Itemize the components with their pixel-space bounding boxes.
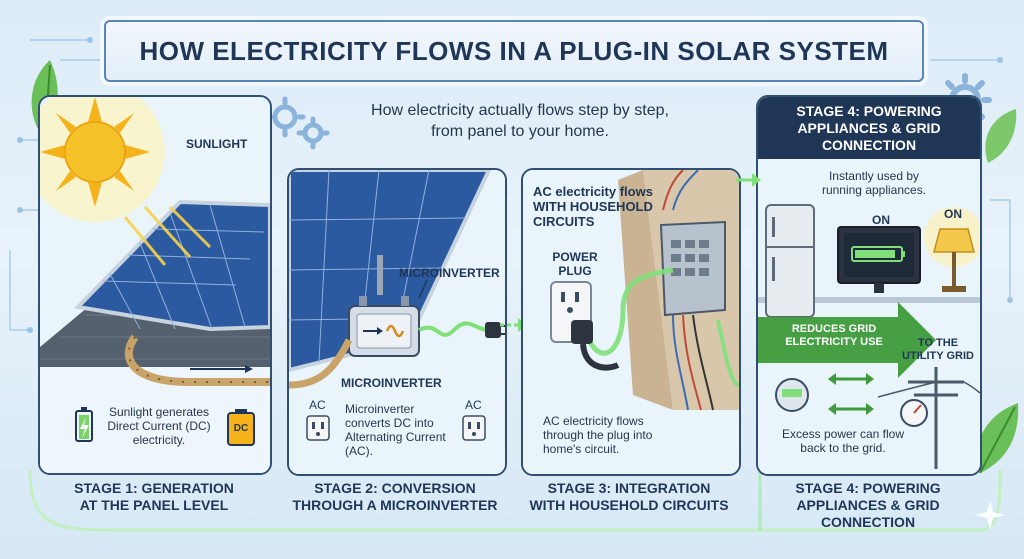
stage-2-illustration <box>289 170 505 474</box>
stage-1-illustration <box>40 97 270 473</box>
stage-2-description: Microinverter converts DC into Alternati… <box>345 402 446 458</box>
fridge-icon <box>765 204 815 318</box>
stage-1-caption: STAGE 1: GENERATION AT THE PANEL LEVEL <box>38 480 270 514</box>
stage-2-caption-line-1: STAGE 2: CONVERSION <box>314 480 476 496</box>
stage-3-caption-line-2: WITH HOUSEHOLD CIRCUITS <box>529 497 729 513</box>
breaker-panel <box>659 220 726 317</box>
sun-icon <box>40 97 150 207</box>
stage-1-caption-line-2: AT THE PANEL LEVEL <box>79 497 229 513</box>
power-pole-icon <box>877 367 980 469</box>
battery-icon <box>75 407 93 442</box>
power-plug-label: POWER PLUG <box>552 250 598 278</box>
dc-battery-label: DC <box>233 423 249 434</box>
microinverter-device <box>348 296 420 357</box>
meter-icon <box>775 378 809 412</box>
stage-1-panel: SUNLIGHT Sunlight generates Direct Curre… <box>38 95 272 475</box>
stage-2-caption: STAGE 2: CONVERSION THROUGH A MICROINVER… <box>285 480 505 514</box>
lamp-on-label: ON <box>944 207 962 221</box>
microinverter-label-bottom: MICROINVERTER <box>341 376 442 390</box>
gear-icon <box>265 96 330 150</box>
stage-3-caption-line-1: STAGE 3: INTEGRATION <box>547 480 711 496</box>
microinverter-label-top: MICROINVERTER <box>399 266 500 280</box>
stage-3-illustration <box>523 170 739 474</box>
sunlight-label: SUNLIGHT <box>186 137 248 151</box>
to-grid-label: TO THE UTILITY GRID <box>902 337 974 362</box>
stage-4-caption-line-2: APPLIANCES & GRID <box>796 497 940 513</box>
flow-arrow <box>736 173 761 187</box>
stage-4-excess-text: Excess power can flow back to the grid. <box>781 427 905 455</box>
stage-4-header: STAGE 4: POWERING APPLIANCES & GRID CONN… <box>796 103 942 153</box>
stage-4-caption: STAGE 4: POWERING APPLIANCES & GRID CONN… <box>756 480 980 531</box>
leaf-icon <box>985 109 1017 163</box>
title-banner: HOW ELECTRICITY FLOWS IN A PLUG-IN SOLAR… <box>104 20 924 82</box>
stage-4-illustration <box>758 97 980 474</box>
page-title: HOW ELECTRICITY FLOWS IN A PLUG-IN SOLAR… <box>139 35 889 66</box>
stage-4-caption-line-1: STAGE 4: POWERING <box>795 480 941 496</box>
stage-3-description: AC electricity flows through the plug in… <box>543 414 653 456</box>
lamp-icon <box>924 207 980 292</box>
stage-4-panel: STAGE 4: POWERING APPLIANCES & GRID CONN… <box>756 95 982 476</box>
leaf-icon <box>976 403 1019 474</box>
tv-on-label: ON <box>872 213 890 227</box>
outlet-icon <box>306 415 330 441</box>
ac-label-left: AC <box>309 398 326 412</box>
tv-icon <box>837 226 921 293</box>
ac-label-right: AC <box>465 398 482 412</box>
stage-3-caption: STAGE 3: INTEGRATION WITH HOUSEHOLD CIRC… <box>519 480 739 514</box>
stage-4-used-text: Instantly used by running appliances. <box>821 169 927 197</box>
gauge-icon <box>900 399 928 427</box>
intro-line-2: from panel to your home. <box>431 123 609 140</box>
stage-2-panel: MICROINVERTER MICROINVERTER AC AC Microi… <box>287 168 507 476</box>
stage-3-panel: AC electricity flows WITH HOUSEHOLD CIRC… <box>521 168 741 476</box>
stage-3-heading: AC electricity flows WITH HOUSEHOLD CIRC… <box>533 184 653 229</box>
plug-icon <box>571 320 620 371</box>
stage-1-description: Sunlight generates Direct Current (DC) e… <box>107 405 211 447</box>
stage-1-caption-line-1: STAGE 1: GENERATION <box>74 480 234 496</box>
stage-2-caption-line-2: THROUGH A MICROINVERTER <box>292 497 498 513</box>
stage-4-caption-line-3: CONNECTION <box>820 514 916 530</box>
sparkle-icon <box>975 500 1005 530</box>
intro-text: How electricity actually flows step by s… <box>340 100 700 142</box>
intro-line-1: How electricity actually flows step by s… <box>371 102 669 119</box>
outlet-icon <box>462 415 486 441</box>
reduces-grid-text: REDUCES GRID ELECTRICITY USE <box>785 323 883 348</box>
